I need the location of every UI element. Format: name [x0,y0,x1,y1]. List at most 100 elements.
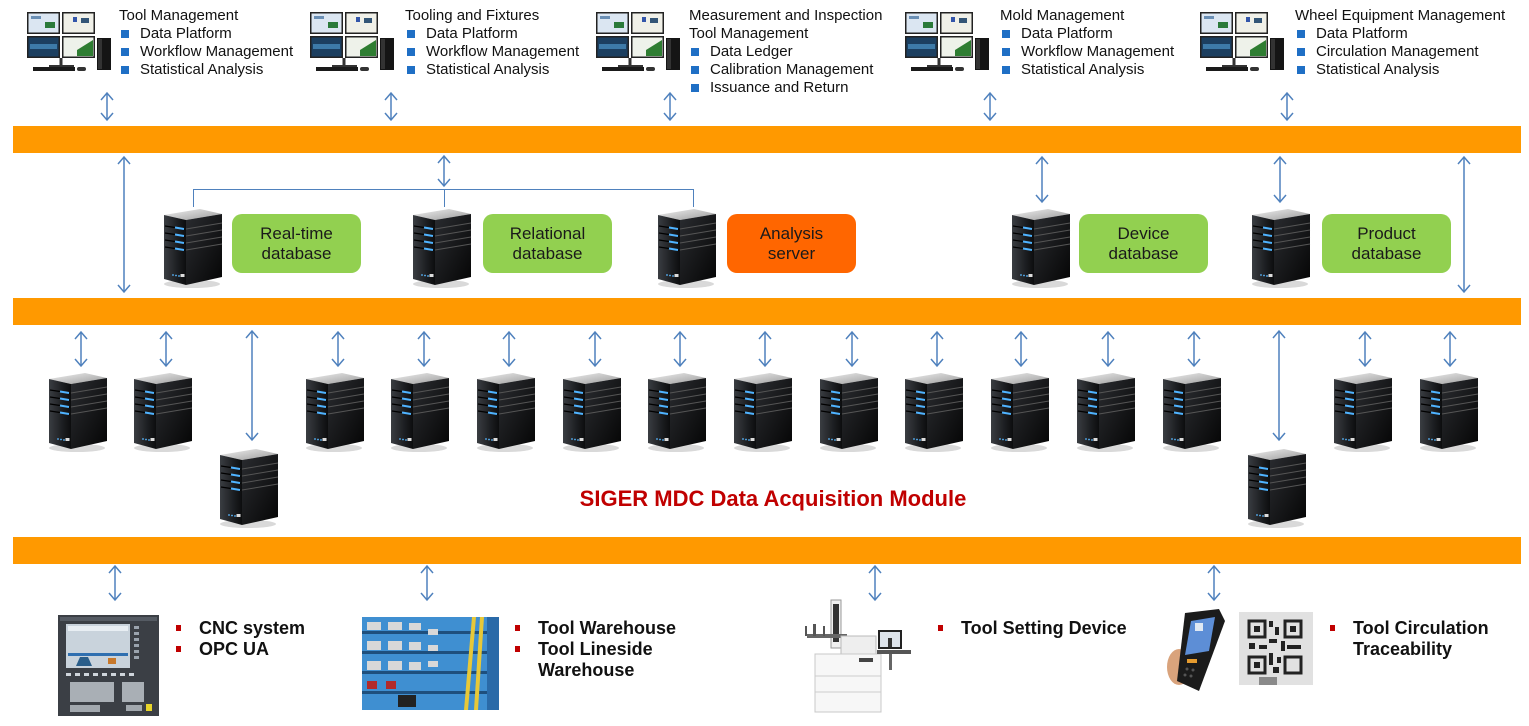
bidirectional-arrow-icon [117,155,131,294]
bidirectional-arrow-icon [1358,330,1372,368]
bullet-square-icon [407,48,415,56]
bullet-square-icon [121,48,129,56]
bullet-square-icon [176,625,181,631]
acquisition-server-icon [987,369,1051,453]
bullet-square-icon [1297,66,1305,74]
acquisition-server-icon [1159,369,1223,453]
bidirectional-arrow-icon [983,91,997,122]
bullet-square-icon [515,646,520,652]
device-feature-continued: Traceability [1353,639,1453,659]
bidirectional-arrow-icon [673,330,687,368]
system-feature: Statistical Analysis [119,61,293,79]
server-icon [1008,205,1072,289]
handheld-scanner-image [1167,609,1313,691]
system-tooling-fixtures: Tooling and Fixtures Data Platform Workf… [405,7,579,79]
bullet-square-icon [515,625,520,631]
server-icon [409,205,473,289]
bidirectional-arrow-icon [868,564,882,602]
system-title: Tooling and Fixtures [405,7,540,24]
top-bus-bar [13,126,1521,153]
bullet-square-icon [691,48,699,56]
acquisition-server-icon [302,369,366,453]
device-feature: Tool Lineside [513,639,676,660]
system-wheel-equipment: Wheel Equipment Management Data Platform… [1295,7,1505,79]
bidirectional-arrow-icon [1187,330,1201,368]
bullet-square-icon [691,84,699,92]
tool-setting-device-image [805,599,911,713]
system-tool-management: Tool Management Data Platform Workflow M… [119,7,293,79]
system-feature: Statistical Analysis [1000,61,1174,79]
bidirectional-arrow-icon [1457,155,1471,294]
system-feature: Statistical Analysis [1295,61,1505,79]
bullet-square-icon [1297,30,1305,38]
bidirectional-arrow-icon [245,329,259,442]
system-title: Measurement and Inspection [689,7,883,24]
acquisition-server-icon [730,369,794,453]
bidirectional-arrow-icon [1207,564,1221,602]
connector-drop-line [444,189,445,207]
acquisition-server-icon [130,369,194,453]
bidirectional-arrow-icon [502,330,516,368]
device-text-cnc: CNC system OPC UA [174,618,305,660]
bidirectional-arrow-icon [437,154,451,188]
system-feature: Data Platform [119,25,293,43]
system-feature: Workflow Management [405,43,579,61]
module-title: SIGER MDC Data Acquisition Module [579,486,967,511]
acquisition-server-icon [1330,369,1394,453]
system-feature: Data Platform [1000,25,1174,43]
bullet-square-icon [1297,48,1305,56]
bidirectional-arrow-icon [1101,330,1115,368]
system-title: Tool Management [119,7,239,24]
acquisition-server-icon [644,369,708,453]
bullet-square-icon [1330,625,1335,631]
acquisition-server-icon [387,369,451,453]
device-text-warehouse: Tool Warehouse Tool Lineside Warehouse [513,618,676,681]
acquisition-server-icon [473,369,537,453]
acquisition-server-icon [1416,369,1480,453]
bidirectional-arrow-icon [1035,155,1049,204]
acquisition-server-icon [1073,369,1137,453]
bullet-square-icon [407,66,415,74]
system-feature: Workflow Management [1000,43,1174,61]
server-icon [654,205,718,289]
bidirectional-arrow-icon [1273,155,1287,204]
device-feature: Tool Warehouse [513,618,676,639]
system-feature: Circulation Management [1295,43,1505,61]
connector-drop-line [693,189,694,207]
system-title-line2: Tool Management [689,25,809,42]
server-icon [160,205,224,289]
bullet-square-icon [407,30,415,38]
bullet-square-icon [121,30,129,38]
bidirectional-arrow-icon [108,564,122,602]
device-feature: Tool Circulation [1328,618,1489,639]
bidirectional-arrow-icon [100,91,114,122]
device-text-tool-setting: Tool Setting Device [936,618,1127,639]
bidirectional-arrow-icon [1443,330,1457,368]
connector-bracket-line [193,189,694,190]
bullet-square-icon [691,66,699,74]
system-feature: Data Platform [405,25,579,43]
bidirectional-arrow-icon [663,91,677,122]
bidirectional-arrow-icon [1280,91,1294,122]
bullet-square-icon [176,646,181,652]
system-title: Mold Management [1000,7,1125,24]
device-feature: OPC UA [174,639,305,660]
bidirectional-arrow-icon [331,330,345,368]
bullet-square-icon [121,66,129,74]
system-measurement-inspection: Measurement and Inspection Tool Manageme… [689,7,882,97]
bidirectional-arrow-icon [159,330,173,368]
system-feature: Issuance and Return [689,79,882,97]
device-text-traceability: Tool Circulation Traceability [1328,618,1489,660]
bullet-square-icon [1002,30,1010,38]
bidirectional-arrow-icon [1014,330,1028,368]
acquisition-server-icon [816,369,880,453]
bidirectional-arrow-icon [588,330,602,368]
bidirectional-arrow-icon [420,564,434,602]
middle-bus-bar [13,298,1521,325]
device-feature: Tool Setting Device [936,618,1127,639]
cnc-panel-image [58,615,159,716]
